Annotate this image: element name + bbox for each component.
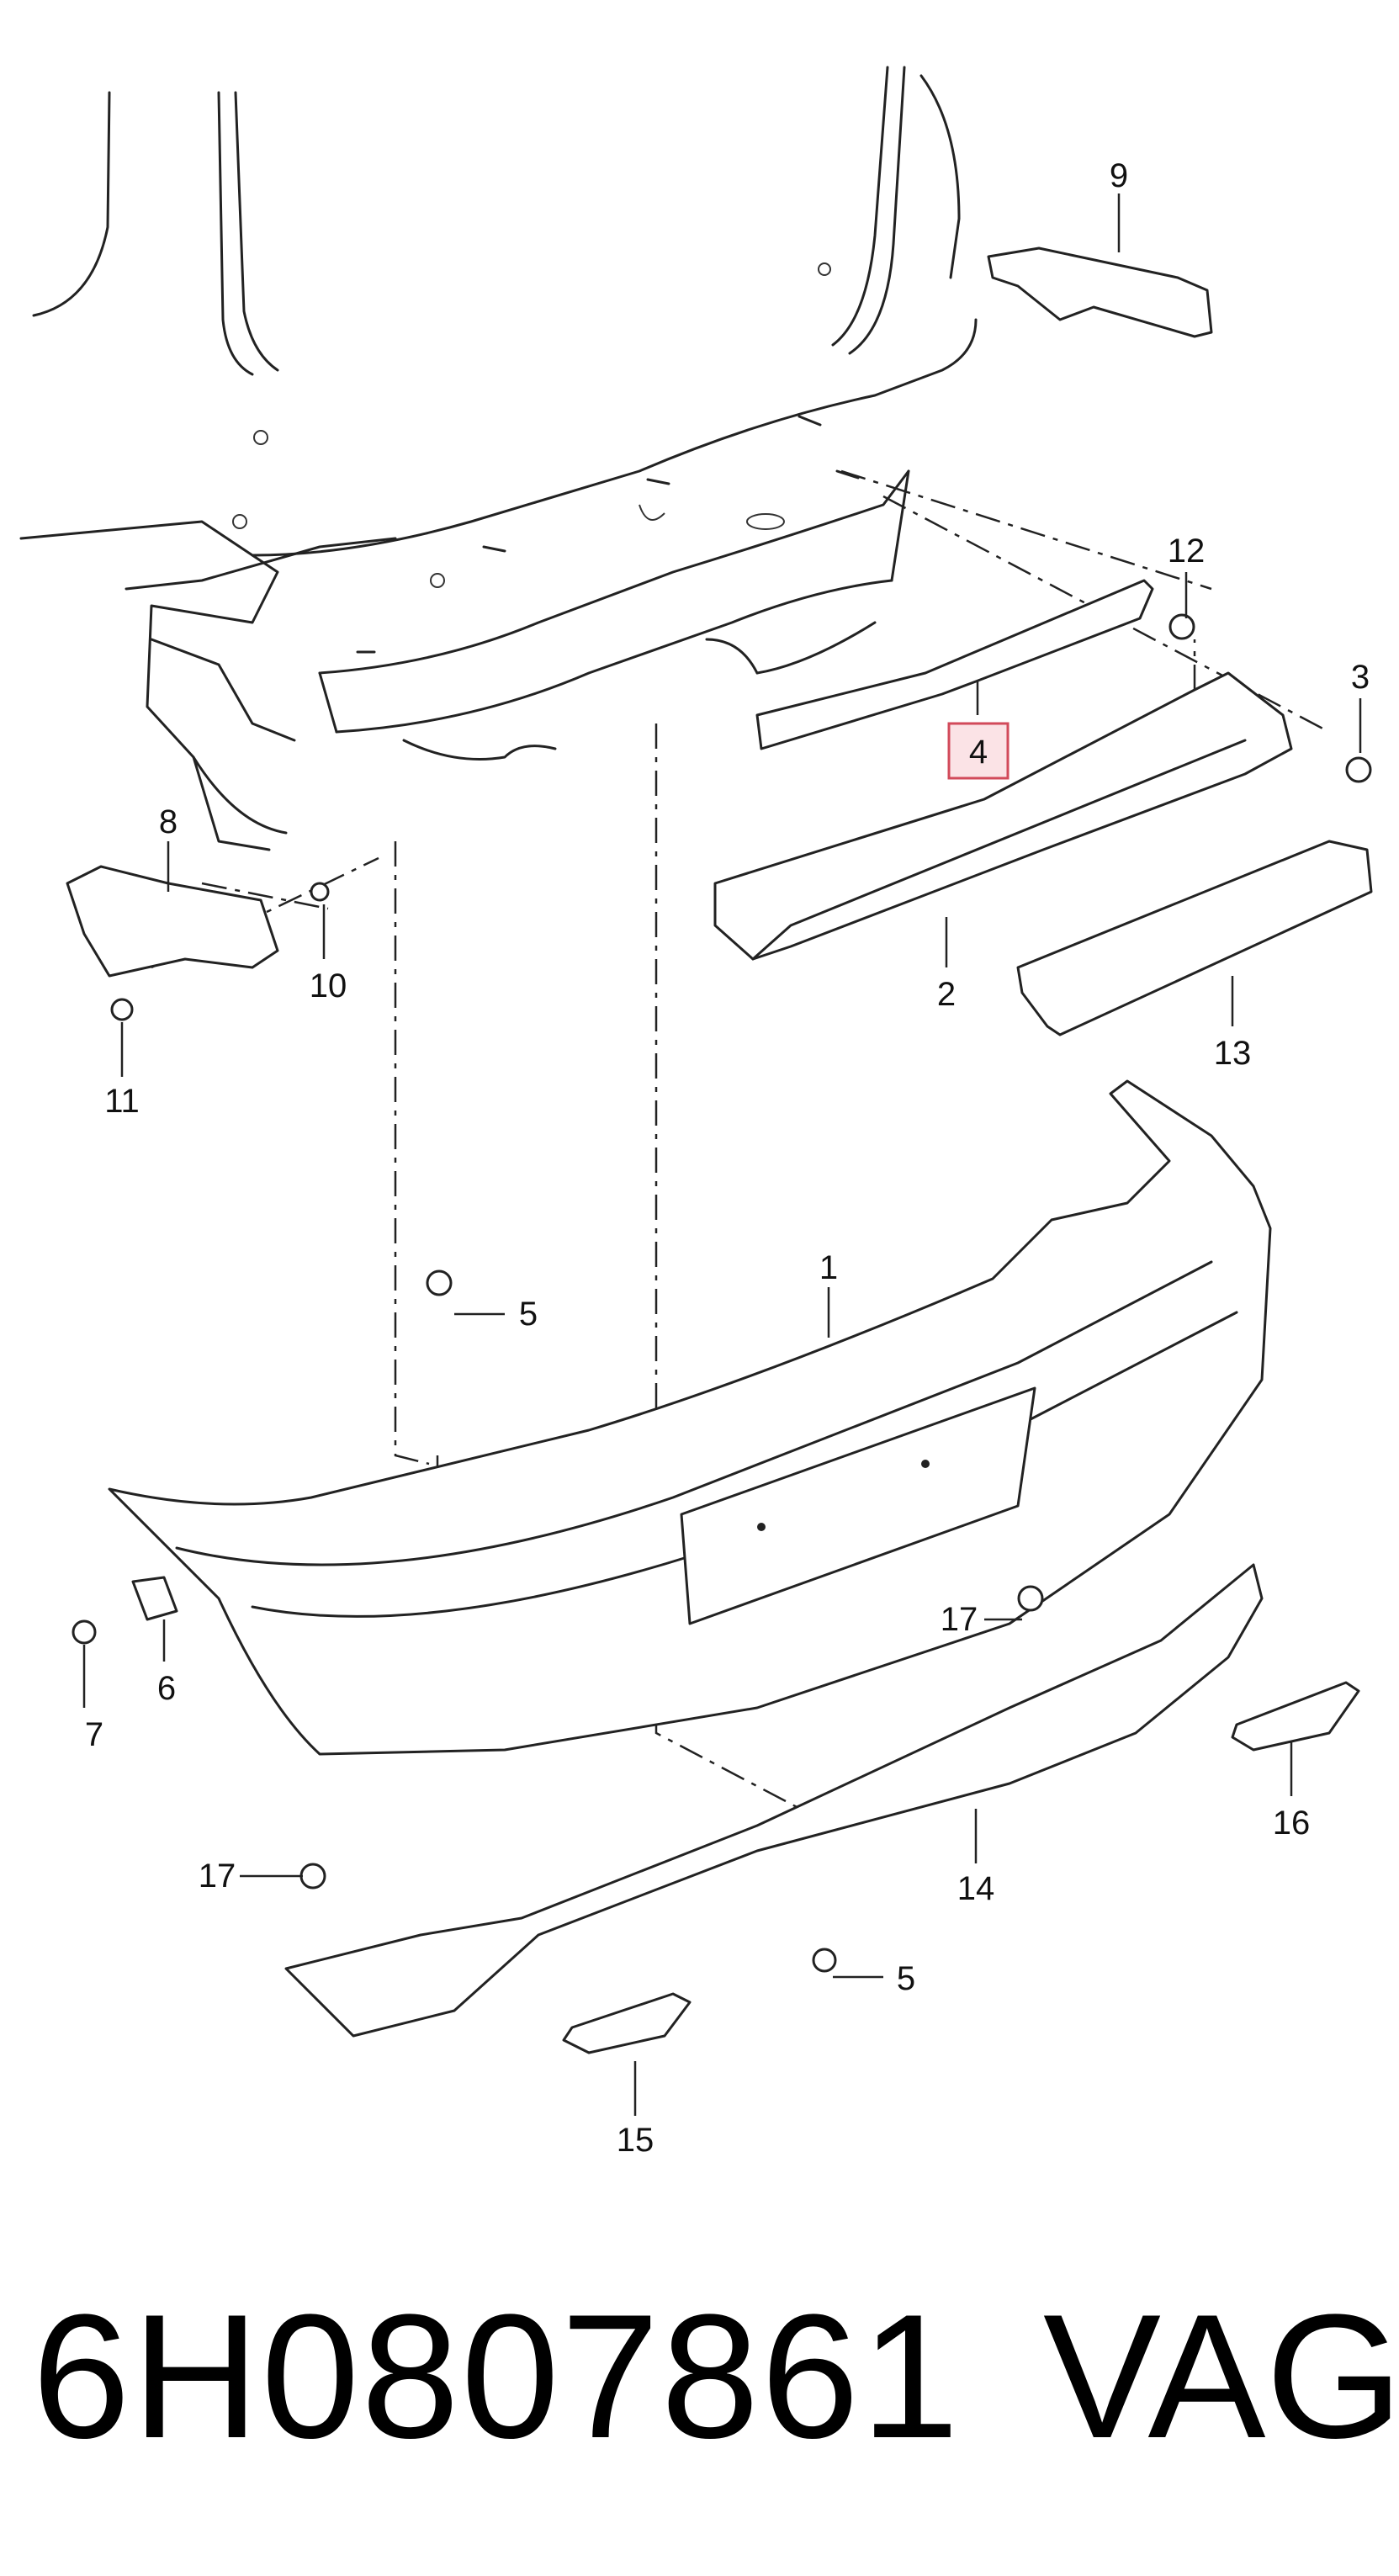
- callout-4: 4: [969, 734, 988, 771]
- callout-15: 15: [617, 2122, 654, 2159]
- callout-13: 13: [1214, 1035, 1252, 1072]
- callout-8: 8: [159, 803, 178, 840]
- callout-16: 16: [1273, 1805, 1311, 1842]
- lower-valance-part-14: [284, 1563, 1264, 2038]
- cover-part-16: [1231, 1681, 1360, 1752]
- highlight-box-4: [947, 722, 1010, 780]
- bumper-cover-part-1: [108, 1079, 1272, 1756]
- callout-6: 6: [157, 1670, 176, 1707]
- bracket-part-8: [66, 865, 279, 978]
- callout-7: 7: [85, 1716, 103, 1753]
- vehicle-rear-body: [19, 66, 978, 851]
- part-number: 6H0807861: [32, 2277, 961, 2475]
- callout-12: 12: [1168, 533, 1206, 570]
- callout-5-lower: 5: [897, 1960, 915, 1997]
- impact-strip-part-4: [755, 579, 1154, 750]
- callout-5-upper: 5: [519, 1296, 538, 1333]
- callout-1: 1: [819, 1249, 838, 1286]
- cover-part-15: [562, 1992, 692, 2054]
- callout-9: 9: [1110, 157, 1128, 194]
- bracket-part-9: [987, 246, 1213, 338]
- callout-10: 10: [310, 967, 347, 1004]
- brand-name: VAG: [1043, 2277, 1399, 2475]
- bumper-carrier-part-2: [713, 671, 1293, 961]
- callout-labels: 9 12 3 4 2 13 8 10 11 1 5 6 7 17 16 14 1…: [85, 157, 1370, 2159]
- license-plate-recess: [680, 1386, 1036, 1625]
- trim-part-13: [1016, 840, 1373, 1036]
- callout-17-left: 17: [199, 1858, 236, 1895]
- callout-3: 3: [1351, 659, 1370, 696]
- callout-2: 2: [937, 976, 956, 1013]
- callout-11: 11: [104, 1083, 140, 1120]
- leader-lines: [82, 193, 1362, 2116]
- callout-17-right: 17: [941, 1601, 978, 1638]
- callout-14: 14: [957, 1870, 995, 1907]
